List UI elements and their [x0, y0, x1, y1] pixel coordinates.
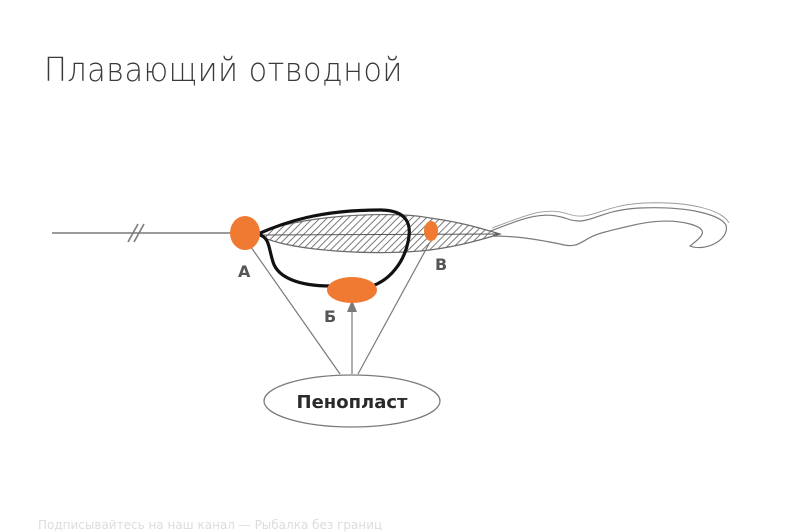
bead-v [424, 221, 438, 241]
bead-a [230, 216, 260, 250]
label-b: Б [324, 307, 336, 326]
foam-pointer-lines [245, 239, 431, 375]
label-v: В [435, 255, 447, 274]
lure-body [256, 213, 503, 254]
footer-caption: Подписывайтесь на наш канал — Рыбалка бе… [38, 518, 383, 532]
lure-tail [487, 207, 727, 249]
main-line [52, 223, 232, 243]
foam-oval [263, 374, 441, 428]
foam-label: Пенопласт [297, 392, 409, 413]
float-b [327, 277, 377, 303]
page-title: Плавающий отводной [44, 50, 403, 89]
label-a: А [238, 262, 251, 281]
break-mark [127, 223, 139, 243]
wire-loop [256, 208, 411, 288]
